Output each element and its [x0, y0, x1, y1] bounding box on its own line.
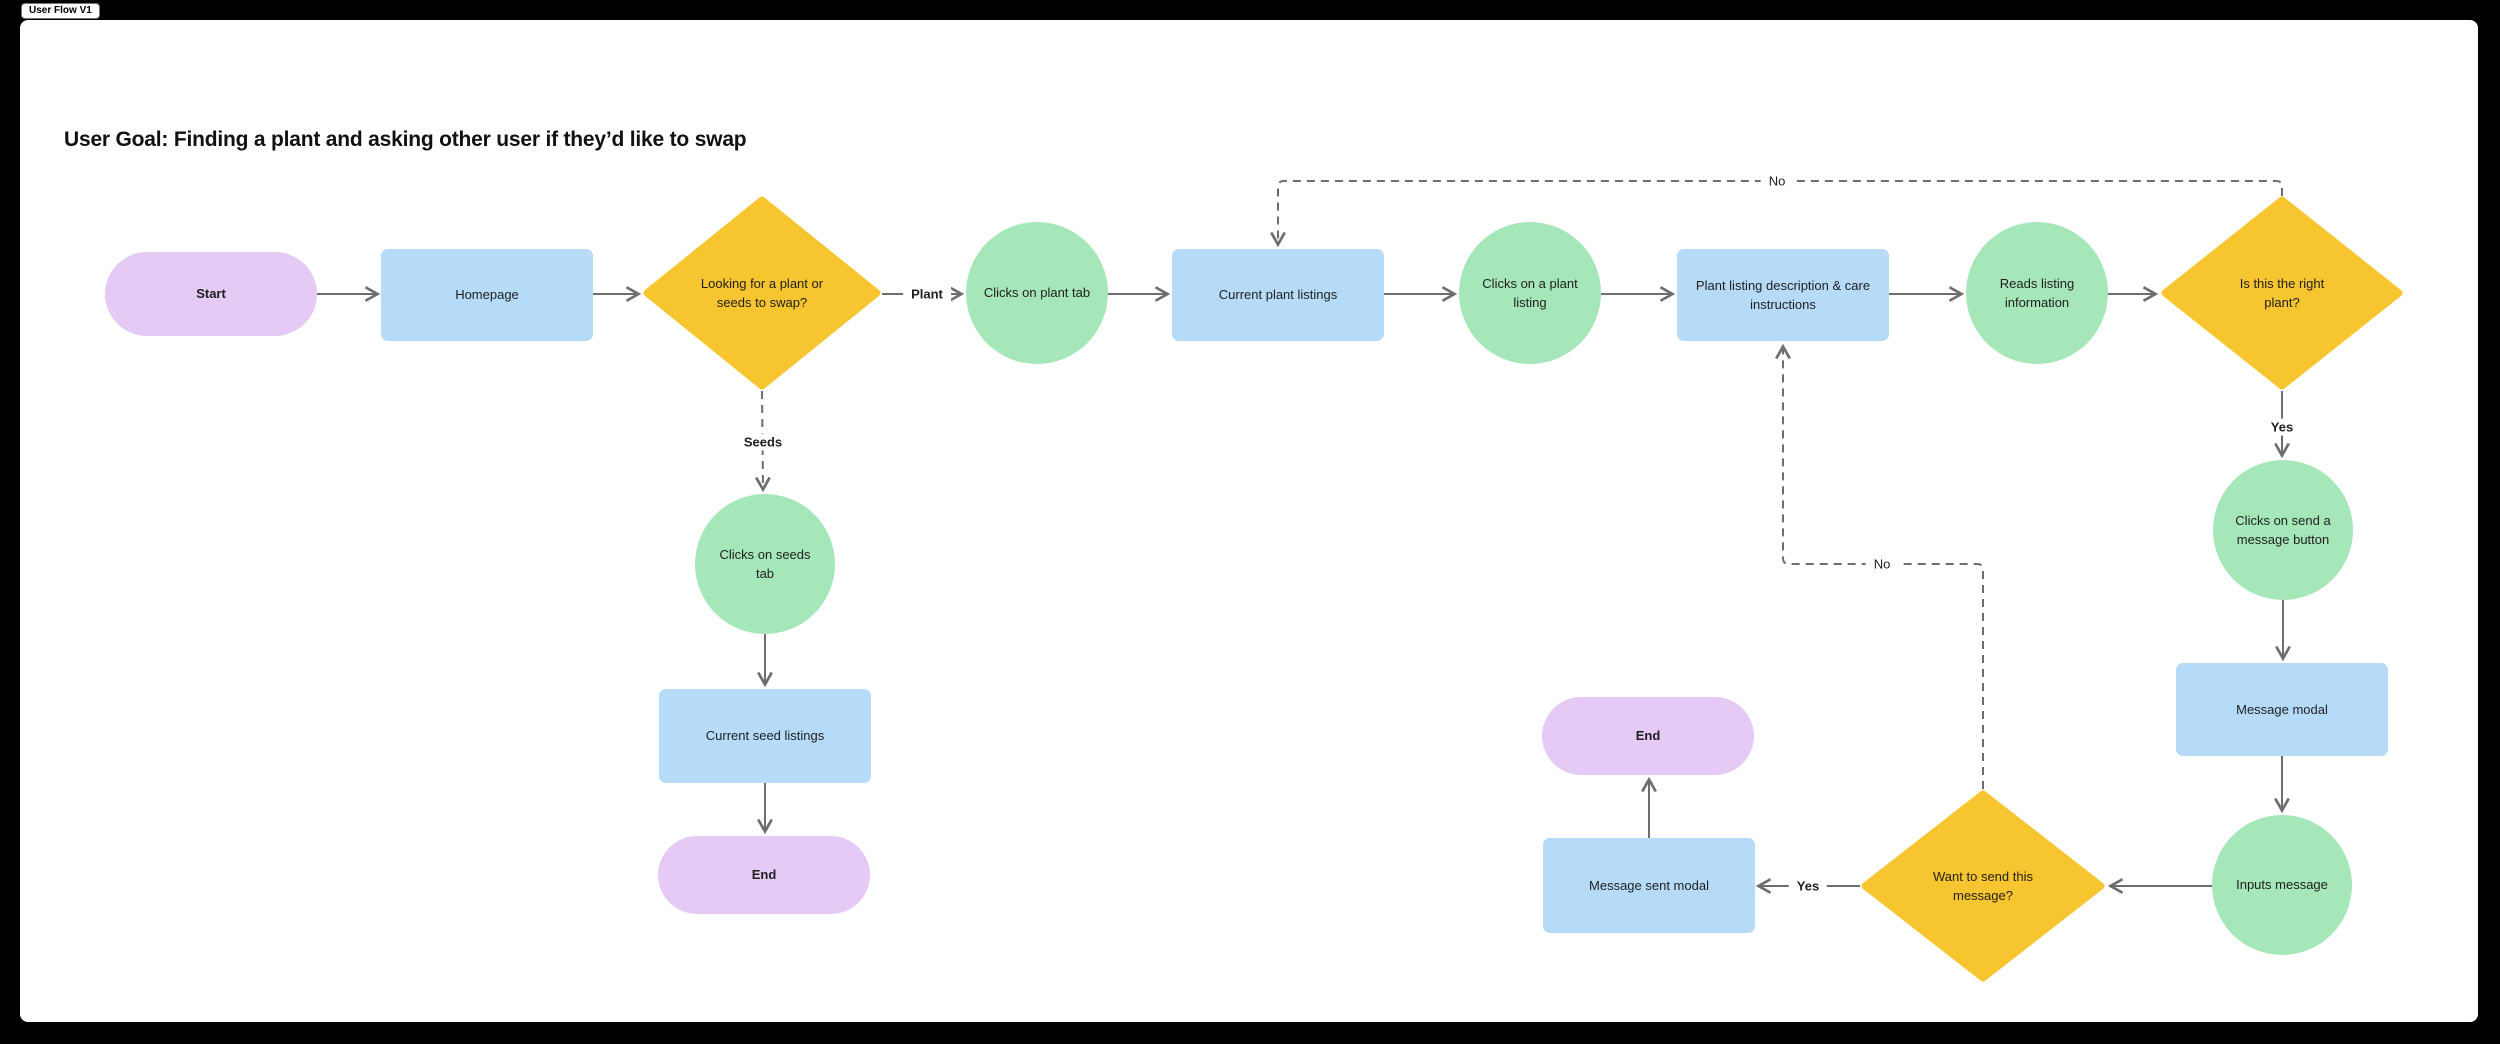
- node-inputs-message[interactable]: Inputs message: [2212, 815, 2352, 955]
- edge-label-yes-send-message[interactable]: Yes: [1788, 877, 1828, 895]
- node-current-seed-listings[interactable]: Current seed listings: [659, 689, 871, 783]
- flow-title[interactable]: User Goal: Finding a plant and asking ot…: [64, 128, 747, 151]
- node-label: Is this the right plant?: [2239, 275, 2325, 311]
- node-label: End: [751, 867, 777, 883]
- edge-label-plant[interactable]: Plant: [903, 285, 951, 303]
- node-message-sent-modal[interactable]: Message sent modal: [1543, 838, 1755, 933]
- edge-label-seeds[interactable]: Seeds: [735, 433, 791, 451]
- node-start[interactable]: Start: [105, 252, 317, 336]
- node-end-seeds-flow[interactable]: End: [658, 836, 870, 914]
- diamond-shape: [2161, 196, 2403, 390]
- node-label: Current plant listings: [1218, 287, 1338, 303]
- node-label: Clicks on seeds tab: [719, 546, 811, 582]
- node-current-plant-listings[interactable]: Current plant listings: [1172, 249, 1384, 341]
- node-clicks-plant-listing[interactable]: Clicks on a plant listing: [1459, 222, 1601, 364]
- node-label: Start: [196, 286, 226, 302]
- node-label: Plant listing description & care instruc…: [1695, 277, 1871, 313]
- diamond-shape: [643, 196, 881, 390]
- node-homepage[interactable]: Homepage: [381, 249, 593, 341]
- diamond-shape: [1861, 790, 2105, 982]
- node-decision-right-plant[interactable]: Is this the right plant?: [2160, 195, 2404, 391]
- edge-label-no-send-message[interactable]: No: [1865, 555, 1899, 573]
- node-label: Clicks on send a message button: [2235, 512, 2331, 548]
- node-label: Current seed listings: [705, 728, 825, 744]
- node-reads-listing-information[interactable]: Reads listing information: [1966, 222, 2108, 364]
- node-clicks-plant-tab[interactable]: Clicks on plant tab: [966, 222, 1108, 364]
- node-decision-plant-or-seeds[interactable]: Looking for a plant or seeds to swap?: [642, 195, 882, 391]
- file-tab[interactable]: User Flow V1: [21, 3, 100, 19]
- node-label: Homepage: [455, 287, 519, 303]
- edge-label-yes-right-plant[interactable]: Yes: [2262, 418, 2302, 436]
- node-decision-send-message[interactable]: Want to send this message?: [1860, 789, 2106, 983]
- node-clicks-send-message[interactable]: Clicks on send a message button: [2213, 460, 2353, 600]
- node-message-modal[interactable]: Message modal: [2176, 663, 2388, 756]
- node-label: Want to send this message?: [1933, 868, 2033, 904]
- node-clicks-seeds-tab[interactable]: Clicks on seeds tab: [695, 494, 835, 634]
- connector-layer: [317, 180, 2291, 894]
- edge-label-no-right-plant[interactable]: No: [1760, 172, 1794, 190]
- node-label: End: [1635, 728, 1661, 744]
- node-label: Message sent modal: [1589, 877, 1709, 893]
- node-plant-listing-description[interactable]: Plant listing description & care instruc…: [1677, 249, 1889, 341]
- connector-no-back-to-listings[interactable]: [1270, 180, 2283, 248]
- node-label: Inputs message: [2236, 877, 2328, 893]
- node-label: Clicks on a plant listing: [1482, 275, 1578, 311]
- node-label: Looking for a plant or seeds to swap?: [700, 275, 824, 311]
- node-end-message-flow[interactable]: End: [1542, 697, 1754, 775]
- node-label: Message modal: [2236, 701, 2328, 717]
- node-label: Reads listing information: [1999, 275, 2075, 311]
- node-label: Clicks on plant tab: [983, 285, 1091, 301]
- canvas[interactable]: User Goal: Finding a plant and asking ot…: [20, 20, 2478, 1022]
